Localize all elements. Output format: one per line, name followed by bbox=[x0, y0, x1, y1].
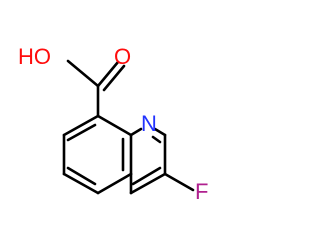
carbonyl-oxygen-label: O bbox=[114, 44, 131, 69]
bond-c5-c4a bbox=[96, 172, 133, 195]
bond-c3-c4 bbox=[129, 172, 167, 195]
bond-c8a-n bbox=[129, 127, 143, 137]
bond-c7-c7-inner bbox=[66, 123, 97, 142]
bonds bbox=[62, 59, 195, 195]
bond-c3-f bbox=[163, 172, 195, 192]
bond-c8a-c8 bbox=[96, 114, 133, 137]
structure-canvas: HO O N F bbox=[18, 44, 209, 204]
molecule-drawing: HO O N F bbox=[18, 44, 208, 204]
fluorine-label: F bbox=[195, 179, 208, 204]
bond-c-o-double-b bbox=[102, 64, 126, 92]
bond-c3-c4-inner bbox=[131, 166, 162, 186]
nitrogen-label: N bbox=[141, 111, 157, 136]
bond-c-o-double-a bbox=[96, 60, 120, 88]
bond-c6-c5-inner bbox=[66, 166, 97, 186]
atom-labels: HO O N F bbox=[18, 44, 208, 204]
bond-n-c2 bbox=[153, 127, 167, 137]
bond-c6-c5 bbox=[62, 172, 100, 195]
bond-n-c2-inner bbox=[151, 135, 162, 144]
bond-c8-c7 bbox=[62, 114, 100, 137]
bond-c-oh bbox=[66, 59, 100, 88]
hydroxyl-label: HO bbox=[18, 44, 51, 69]
